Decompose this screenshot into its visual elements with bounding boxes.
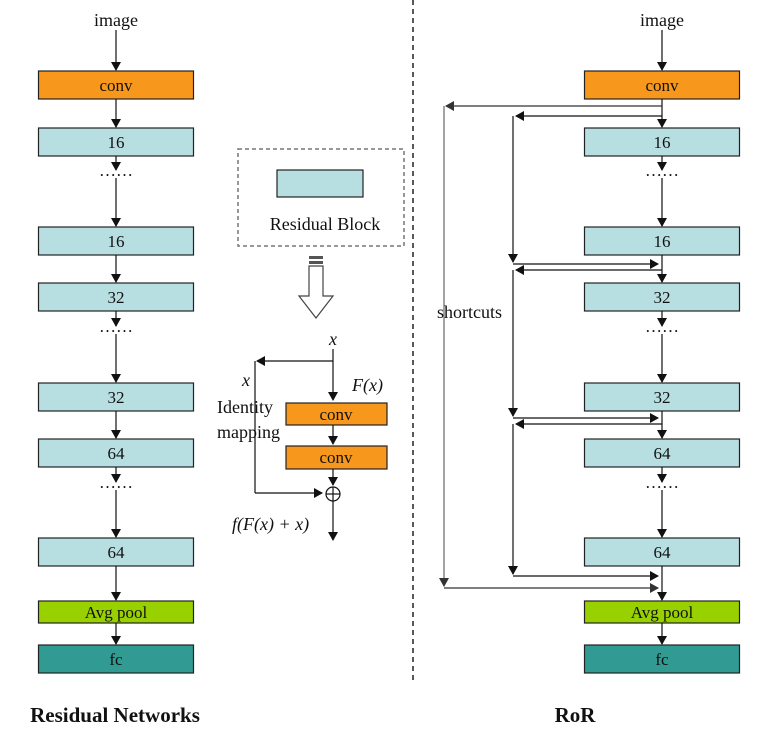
conv-block-2 [285,445,388,470]
layer-fc [583,644,741,674]
input-label: image [94,10,138,30]
conv-block-1 [285,402,388,426]
ellipsis: …… [99,473,133,492]
layer-residual-block [583,282,741,312]
layer-residual-block [583,226,741,256]
residual-block-legend: Residual Block [237,148,405,247]
layer-residual-block [37,226,195,256]
ellipsis: …… [645,473,679,492]
ellipsis: …… [99,317,133,336]
ror-shortcuts [439,101,662,593]
layer-residual-block [583,127,741,157]
layer-label: Avg pool [631,603,694,622]
layer-label: conv [99,76,133,95]
layer-label: 16 [654,133,671,152]
fx-label: F(x) [351,375,383,396]
layer-label: 32 [654,388,671,407]
layer-conv [583,70,741,100]
x-top-label: x [328,329,337,349]
right-title: RoR [555,703,597,727]
layer-residual-block [37,127,195,157]
mapping-label: mapping [217,422,280,442]
layer-residual-block [37,438,195,468]
layer-label: 64 [108,444,126,463]
layer-label: 64 [654,543,672,562]
layer-label: 16 [654,232,671,251]
layer-label: 16 [108,232,125,251]
ellipsis: …… [99,161,133,180]
layer-residual-block [37,537,195,567]
layer-label: conv [645,76,679,95]
x-side-label: x [241,370,250,390]
layer-label: 32 [108,388,125,407]
layer-label: 64 [108,543,126,562]
left-title: Residual Networks [30,703,200,727]
layer-label: Avg pool [85,603,148,622]
layer-label: fc [655,650,669,669]
ellipsis: …… [645,317,679,336]
sum-icon [325,486,341,502]
input-label: image [640,10,684,30]
ellipsis: …… [645,161,679,180]
conv-block-2-label: conv [319,448,353,467]
layer-residual-block [583,382,741,412]
legend-label: Residual Block [270,214,381,234]
output-label: f(F(x) + x) [232,514,309,535]
conv-block-1-label: conv [319,405,353,424]
residual-block-detail: x x Identity mapping F(x) conv conv f(F(… [217,329,388,541]
layer-residual-block [37,282,195,312]
layer-label: 32 [108,288,125,307]
layer-label: fc [109,650,123,669]
layer-label: 32 [654,288,671,307]
hollow-down-arrow-icon [297,256,335,319]
identity-label: Identity [217,397,273,417]
layer-fc [37,644,195,674]
layer-label: 64 [654,444,672,463]
layer-label: 16 [108,133,125,152]
layer-residual-block [37,382,195,412]
shortcuts-label: shortcuts [437,302,502,322]
legend-swatch [276,169,364,198]
